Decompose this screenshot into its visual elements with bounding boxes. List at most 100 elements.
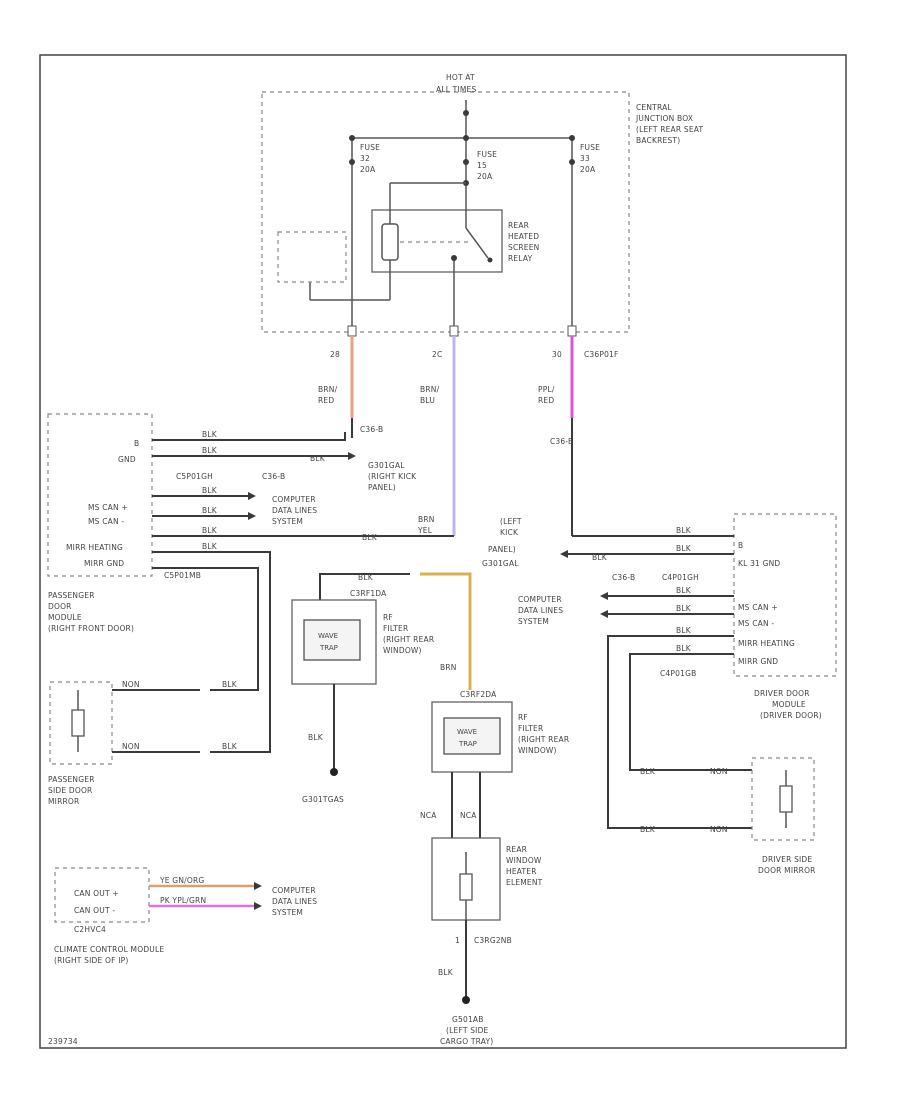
pass-conn-bottom-label: C5P01MB (164, 571, 201, 580)
pass-mirr-gnd-label: MIRR GND (84, 559, 124, 568)
climate-wire-2-arrow (254, 902, 262, 910)
diagram-frame (39, 54, 847, 1049)
pass-mirror-wire-b: BLK (222, 680, 238, 689)
wire-brn-yel (420, 572, 472, 690)
drv-data-label-3: SYSTEM (518, 617, 549, 626)
pass-data-label-1: COMPUTER (272, 495, 316, 504)
drv-wire-can-minus-color: BLK (676, 604, 692, 613)
pass-mirror-wire-c: NON (122, 742, 140, 751)
drv-mirror-wire-b: NON (710, 767, 728, 776)
connector-pin-2c (449, 325, 459, 337)
climate-title-2: (RIGHT SIDE OF IP) (54, 956, 129, 965)
pass-pin-gnd-label: GND (118, 455, 136, 464)
pass-mirror-wire-a: NON (122, 680, 140, 689)
pass-ms-can-minus-label: MS CAN - (88, 517, 124, 526)
drv-kl31-label: KL 31 GND (738, 559, 780, 568)
heater-pin-label: 1 (455, 936, 460, 945)
wire-brn-blu-label-2: BLU (420, 396, 435, 405)
pass-wire-gnd-color: BLK (202, 446, 218, 455)
pass-wire-heat-color: BLK (202, 542, 218, 551)
driver-module-outline (733, 513, 837, 677)
pass-mirror-wire-d: BLK (222, 742, 238, 751)
heater-ground-label-2: (LEFT SIDE (446, 1026, 489, 1035)
heater-title-1: REAR (506, 845, 527, 854)
rf-left-ground-label: G301TGAS (302, 795, 344, 804)
rf-left-wave-trap (303, 619, 361, 661)
climate-data-label-3: SYSTEM (272, 908, 303, 917)
drv-title-1: DRIVER DOOR (754, 689, 810, 698)
rf-left-feed (319, 573, 410, 600)
junction-box-title-1: CENTRAL (636, 103, 672, 112)
pass-gnd-arrow (348, 452, 356, 460)
rf-left-trap-label: TRAP (319, 644, 338, 652)
rf-right-conn-label: C3RF2DA (460, 690, 497, 699)
drv-data-label-1: COMPUTER (518, 595, 562, 604)
drv-wire-mirr-heating (607, 635, 752, 829)
rf-right-wave-trap (443, 717, 501, 755)
climate-module-outline (54, 867, 150, 923)
driver-mirror-element (779, 785, 793, 813)
drv-mirr-gnd-label: MIRR GND (738, 657, 778, 666)
pass-wire-b (152, 432, 346, 441)
connector-c36p01f-label: C36P01F (584, 350, 619, 359)
drv-mirror-wire-a: BLK (640, 767, 656, 776)
rf-right-brn-label: BRN (440, 663, 457, 672)
relay-inner-dashed (277, 231, 347, 283)
fuse-right-node-top (569, 135, 575, 141)
climate-title-1: CLIMATE CONTROL MODULE (54, 945, 164, 954)
rf-right-title-3: (RIGHT REAR (518, 735, 569, 744)
fuse-left-label-1: FUSE (360, 143, 380, 152)
rf-left-conn-label: C3RF1DA (350, 589, 387, 598)
drv-ms-can-plus-label: MS CAN + (738, 603, 778, 612)
climate-data-label-2: DATA LINES (272, 897, 317, 906)
c36b-left-label: C36-B (360, 425, 383, 434)
rf-left-wave-label: WAVE (318, 632, 338, 640)
pass-pin-b-label: B (134, 439, 139, 448)
relay-label-2: HEATED (508, 232, 539, 241)
rf-left-title-2: FILTER (383, 624, 408, 633)
pass-title-3: MODULE (48, 613, 82, 622)
climate-can-out-plus: CAN OUT + (74, 889, 119, 898)
climate-wire-1-label: YE GN/ORG (159, 876, 204, 885)
climate-wire-1-arrow (254, 882, 262, 890)
pass-wire-mirr-heating-color-2: BLK (362, 533, 378, 542)
pass-can-minus-arrow (248, 512, 256, 520)
rf-right-title-4: WINDOW) (518, 746, 557, 755)
rf-left-title-1: RF (383, 613, 393, 622)
drv-ground-label: G301GAL (482, 559, 519, 568)
pass-brn-label: BRN (418, 515, 435, 524)
pass-data-label-3: SYSTEM (272, 517, 303, 526)
pass-title-1: PASSENGER (48, 591, 95, 600)
passenger-mirror-element (71, 709, 85, 737)
heater-ground-symbol (462, 996, 470, 1004)
drv-title-2: MODULE (772, 700, 806, 709)
wire-brn-red-label-2: RED (318, 396, 334, 405)
climate-wire-2-label: PK YPL/GRN (160, 896, 206, 905)
relay-label-3: SCREEN (508, 243, 540, 252)
climate-data-label-1: COMPUTER (272, 886, 316, 895)
pass-wire-to-mirror-gnd (152, 567, 259, 691)
fuse-left-node-top (349, 135, 355, 141)
heater-ground-label-3: CARGO TRAY) (440, 1037, 493, 1046)
rf-left-blk-wire: BLK (358, 573, 374, 582)
drv-kick-label-3: PANEL) (488, 545, 516, 554)
pass-wire-ms-can-minus-color: BLK (202, 506, 218, 515)
drv-wire-can-plus-color: BLK (676, 586, 692, 595)
wire-brn-red-label-1: BRN/ (318, 385, 338, 394)
junction-box-title-2: JUNCTION BOX (635, 114, 693, 123)
fuse-left-node-bottom (349, 159, 355, 165)
rf-left-blk-label: BLK (308, 733, 324, 742)
drv-mirror-wire-c: BLK (640, 825, 656, 834)
rf-right-title-2: FILTER (518, 724, 543, 733)
fuse-mid-label-3: 20A (477, 172, 493, 181)
rf-right-nca-1: NCA (420, 811, 437, 820)
fuse-mid-label-1: FUSE (477, 150, 497, 159)
diagram-footer-id: 239734 (48, 1037, 78, 1046)
relay-switch (465, 227, 489, 259)
feed-node (463, 110, 469, 116)
climate-conn-label: C2HVC4 (74, 925, 106, 934)
pass-title-4: (RIGHT FRONT DOOR) (48, 624, 134, 633)
pass-mirror-title-2: SIDE DOOR (48, 786, 92, 795)
drv-conn-top-label: C4P01GH (662, 573, 699, 582)
junction-box-title-4: BACKREST) (636, 136, 680, 145)
